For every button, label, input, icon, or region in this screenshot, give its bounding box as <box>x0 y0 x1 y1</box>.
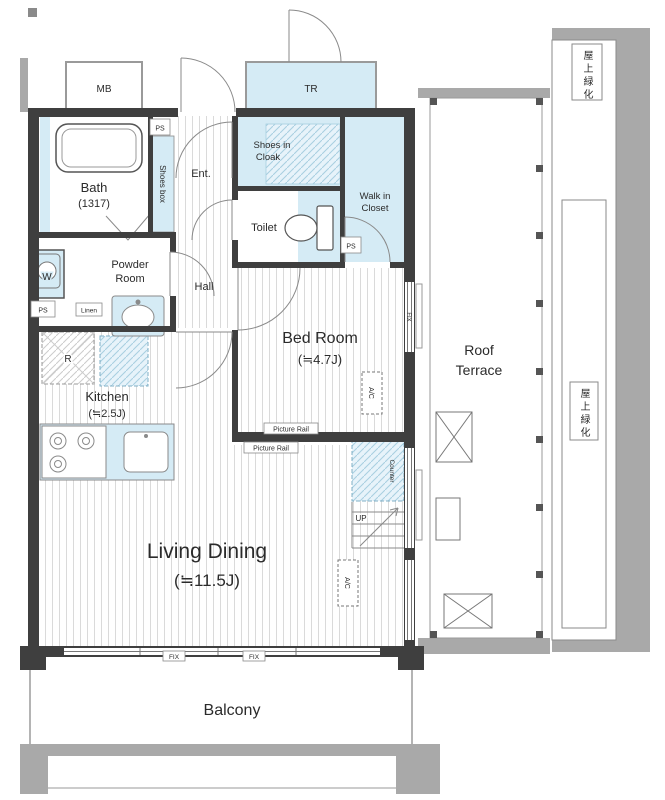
walk-in-closet-label-line2: Closet <box>362 203 389 214</box>
hall-label: Hall <box>195 281 214 293</box>
ac-label-bedroom: A/C <box>367 387 374 399</box>
living-dining-size-label: (≒11.5J) <box>174 571 240 590</box>
linen-label: Linen <box>81 308 97 315</box>
ps-label-2: PS <box>38 308 48 315</box>
ps-label-1: PS <box>155 126 165 133</box>
balcony-structure <box>20 646 440 794</box>
stove-icon <box>41 425 107 479</box>
floors <box>40 116 404 648</box>
picture-rail-label-2: Picture Rail <box>253 446 289 453</box>
terrace-planter-1 <box>435 411 473 463</box>
tr-label: TR <box>304 84 317 95</box>
shoes-cloak-label-line1: Shoes in <box>254 140 291 151</box>
toilet-icon <box>284 205 334 251</box>
kitchen-cupboard <box>99 335 149 387</box>
right-wall-windows <box>405 282 423 640</box>
walk-in-closet-label-line1: Walk in <box>360 191 391 202</box>
ac-unit-living <box>337 559 359 607</box>
bath-size-label: (1317) <box>78 198 110 210</box>
entrance-label: Ent. <box>191 168 211 180</box>
living-window-band <box>64 648 380 655</box>
linen-box <box>75 302 103 317</box>
trunk-room <box>245 61 377 113</box>
rooftop-green-box-bottom <box>569 381 599 441</box>
meter-box-room <box>20 8 143 113</box>
ps-label-3: PS <box>346 244 356 251</box>
fix-box-2 <box>242 650 266 662</box>
rooftop-green-box-top <box>571 43 603 101</box>
bath-label: Bath <box>81 180 108 195</box>
ps-box-1 <box>149 118 171 136</box>
mb-label: MB <box>97 84 112 95</box>
terrace-posts <box>430 98 543 638</box>
picture-rail-box-2 <box>243 441 299 454</box>
up-label: UP <box>355 514 366 523</box>
terrace-steps <box>351 502 404 549</box>
living-counter <box>351 440 405 502</box>
picture-rail-label-1: Picture Rail <box>273 427 309 434</box>
shoes-box-label: Shoes box <box>158 165 167 203</box>
toilet-label: Toilet <box>251 222 277 234</box>
fix-label-1: FIX <box>169 654 180 661</box>
fix-label-right: FIX <box>405 312 411 321</box>
picture-rail-box-1 <box>263 422 319 435</box>
bathtub-icon <box>55 123 143 173</box>
refrigerator-label: R <box>64 354 71 365</box>
shoes-cloak-label-line2: Cloak <box>256 152 281 163</box>
sink-icon <box>123 431 169 473</box>
rooftop-green-label-top: 屋上緑化 <box>581 50 592 102</box>
ac-label-living: A/C <box>343 577 350 589</box>
roof-terrace-label-line2: Terrace <box>456 362 503 378</box>
ps-box-2 <box>30 300 56 318</box>
roof-terrace <box>418 88 550 654</box>
bed-room-label: Bed Room <box>282 330 358 347</box>
kitchen-label: Kitchen <box>85 389 128 404</box>
balcony-label: Balcony <box>204 702 261 719</box>
powder-room-label-line1: Powder <box>111 259 149 271</box>
ac-unit-bedroom <box>361 371 383 415</box>
counter-label: Counter <box>388 459 395 483</box>
door-swings <box>169 9 391 389</box>
fix-label-2: FIX <box>249 654 260 661</box>
terrace-box <box>435 497 461 541</box>
small-boxes <box>30 118 362 662</box>
powder-room-label-line2: Room <box>115 273 144 285</box>
bath-folding-door <box>105 213 151 241</box>
fix-box-1 <box>162 650 186 662</box>
washer-label: W <box>42 272 52 283</box>
refrigerator-icon <box>41 331 95 385</box>
rooftop-green-strip <box>551 28 650 652</box>
terrace-planter-2 <box>443 593 493 629</box>
bed-room-size-label: (≒4.7J) <box>298 352 342 367</box>
kitchen-size-label: (≒2.5J) <box>88 408 125 420</box>
ps-box-3 <box>340 236 362 254</box>
living-dining-label: Living Dining <box>147 540 267 563</box>
rooftop-green-label-bottom: 屋上緑化 <box>578 388 589 440</box>
roof-terrace-label-line1: Roof <box>464 342 494 358</box>
